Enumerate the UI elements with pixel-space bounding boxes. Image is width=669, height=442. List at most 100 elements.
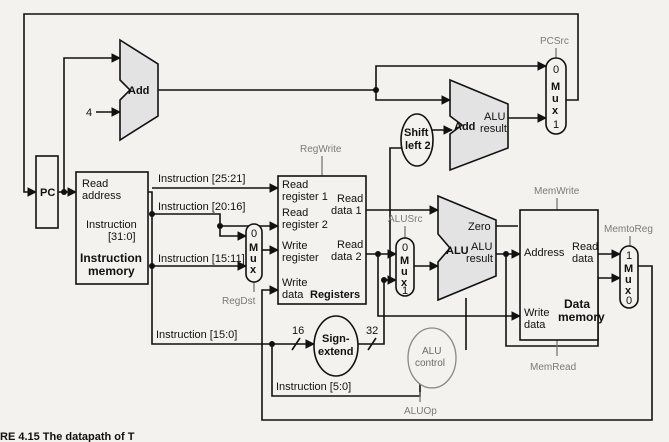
pcsrc-mux-one: 1	[553, 119, 559, 131]
wire-i20-16-mux	[219, 226, 247, 241]
branch-adder-label: Add	[454, 121, 475, 133]
alusrc-mux-u: u	[401, 266, 408, 278]
branch-adder-alu: ALU	[484, 111, 505, 123]
wire-pc4-to-branch-add	[375, 90, 451, 105]
dmem-write-1: Write	[524, 307, 549, 319]
signal-alusrc: ALUSrc	[388, 214, 422, 225]
wire-pc-to-add	[63, 53, 121, 192]
alusrc-mux	[395, 237, 415, 297]
signal-memtoreg: MemtoReg	[604, 224, 653, 235]
wire-next-pc	[23, 13, 579, 197]
alusrc-mux-m: M	[400, 255, 409, 267]
label-i15-0: Instruction [15:0]	[156, 329, 237, 341]
alusrc-mux-one: 1	[402, 285, 408, 297]
imem-bits: [31:0]	[108, 231, 136, 243]
imem-instruction: Instruction	[86, 219, 137, 231]
label-bits-16: 16	[292, 325, 304, 337]
reg-write-b: register	[282, 252, 319, 264]
reg-write-a: Write	[282, 240, 307, 252]
signal-memread: MemRead	[530, 362, 576, 373]
reg-read2b: register 2	[282, 219, 328, 231]
memtoreg-mux-m: M	[624, 263, 633, 275]
reg-wdata-a: Write	[282, 277, 307, 289]
instruction-memory	[75, 171, 149, 285]
pcsrc-mux-zero: 0	[553, 64, 559, 76]
data-memory	[519, 209, 599, 341]
pc-adder-label: Add	[128, 85, 149, 97]
reg-read2a: Read	[282, 207, 308, 219]
alu-control	[407, 327, 457, 389]
signal-pcsrc: PCSrc	[540, 36, 569, 47]
signal-aluop: ALUOp	[404, 406, 437, 417]
pc-label: PC	[40, 187, 55, 199]
wire-alu-bypass	[505, 254, 621, 347]
alu-name: ALU	[446, 245, 469, 257]
sext-label-1: Sign-	[322, 333, 350, 345]
wire-writeback	[261, 265, 653, 421]
figure-caption: RE 4.15 The datapath of T	[0, 431, 135, 442]
aluctrl-label-1: ALU	[422, 346, 441, 357]
pcsrc-mux	[545, 57, 567, 135]
branch-adder	[449, 78, 509, 172]
dmem-read-2: data	[572, 253, 594, 265]
pc-adder	[119, 38, 159, 142]
signal-memwrite: MemWrite	[534, 186, 580, 197]
control-wires	[253, 48, 631, 402]
label-i15-11: Instruction [15:11]	[158, 253, 245, 265]
label-i25-21: Instruction [25:21]	[158, 173, 245, 185]
alu-result-2: result	[466, 253, 493, 265]
register-file	[277, 175, 367, 305]
dmem-name-1: Data	[564, 297, 590, 311]
alu-result-1: ALU	[471, 241, 492, 253]
alusrc-mux-zero: 0	[402, 242, 408, 254]
reg-rdata2b: data 2	[331, 251, 362, 263]
reg-rdata1a: Read	[337, 193, 363, 205]
branch-adder-result: result	[480, 123, 507, 135]
shift-label-1: Shift	[404, 127, 429, 139]
label-bits-32: 32	[366, 325, 378, 337]
imem-name-1: Instruction	[80, 251, 142, 265]
shift-label-2: left 2	[405, 140, 431, 152]
regdst-mux-zero: 0	[251, 228, 257, 240]
regdst-mux-u: u	[250, 253, 257, 265]
pcsrc-mux-u: u	[552, 93, 559, 105]
pcsrc-mux-m: M	[551, 81, 560, 93]
const-four: 4	[86, 107, 92, 119]
memtoreg-mux-u: u	[625, 274, 632, 286]
regdst-mux	[245, 223, 263, 283]
dmem-read-1: Read	[572, 241, 598, 253]
regdst-mux-m: M	[249, 242, 258, 254]
pcsrc-mux-x: x	[552, 105, 559, 117]
reg-read1b: register 1	[282, 191, 328, 203]
dmem-address: Address	[524, 247, 565, 259]
sext-label-2: extend	[318, 346, 353, 358]
dmem-name-2: memory	[558, 310, 605, 324]
reg-read1a: Read	[282, 179, 308, 191]
label-i5-0: Instruction [5:0]	[276, 381, 351, 393]
regdst-mux-x: x	[250, 264, 257, 276]
wire-pc-plus4	[158, 61, 547, 91]
datapath-wires	[23, 13, 653, 421]
imem-read: Read	[82, 178, 108, 190]
reg-wdata-b: data	[282, 289, 304, 301]
wire-i20-16	[152, 213, 279, 231]
signal-regdst: RegDst	[222, 296, 256, 307]
reg-rdata2a: Read	[337, 239, 363, 251]
imem-address: address	[82, 190, 122, 202]
signal-regwrite: RegWrite	[300, 144, 342, 155]
shift-left-2	[400, 113, 434, 167]
memtoreg-mux-x: x	[625, 285, 632, 297]
reg-rdata1b: data 1	[331, 205, 362, 217]
pc-register	[35, 155, 59, 229]
sign-extend	[313, 315, 359, 377]
memtoreg-mux-zero: 0	[626, 295, 632, 307]
alu-zero: Zero	[468, 221, 491, 233]
aluctrl-label-2: control	[415, 358, 445, 369]
memtoreg-mux	[619, 245, 639, 309]
reg-name: Registers	[310, 289, 360, 301]
dmem-write-2: data	[524, 319, 546, 331]
main-alu	[437, 194, 497, 302]
label-i20-16: Instruction [20:16]	[158, 201, 245, 213]
